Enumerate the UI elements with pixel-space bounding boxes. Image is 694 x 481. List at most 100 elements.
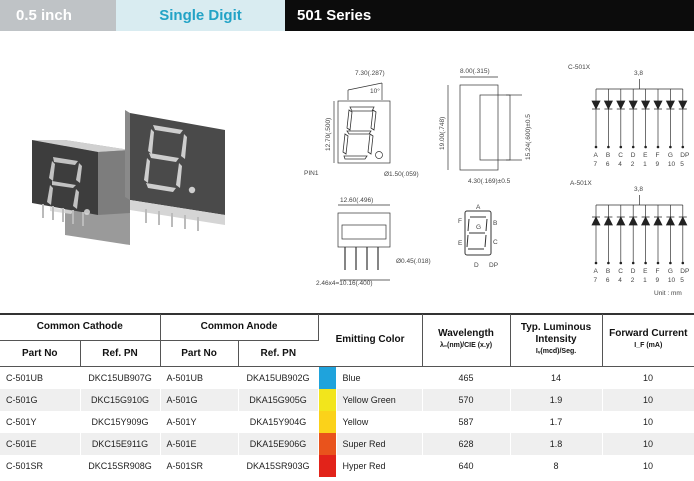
pin-letter: A bbox=[594, 268, 599, 275]
pin-letter: F bbox=[656, 268, 660, 275]
anode-part-no: A-501G bbox=[160, 389, 239, 411]
anode-ref-pn: DKA15SR903G bbox=[238, 455, 319, 477]
led-diode bbox=[653, 100, 663, 110]
pin-letter: F bbox=[656, 152, 660, 159]
led-diode bbox=[591, 216, 601, 226]
emitting-color-header: Emitting Color bbox=[318, 314, 423, 367]
pin-spacing-dim: 2.46x4=10.16(.400) bbox=[316, 280, 373, 287]
pin-number: 4 bbox=[618, 277, 622, 284]
seg-a: A bbox=[476, 204, 481, 211]
dimension-drawings: 7.30(.287) 10° 12.70(.500) PIN1 Ø1.50(.0… bbox=[304, 64, 689, 297]
luminous-header: Typ. Luminous Intensity Iᵥ(mcd)/Seg. bbox=[510, 314, 603, 367]
color-swatch bbox=[318, 389, 337, 411]
common-anode-header: Common Anode bbox=[160, 314, 319, 341]
pin-number: 5 bbox=[680, 161, 684, 168]
emitting-color: Hyper Red bbox=[336, 455, 423, 477]
pin1-label: PIN1 bbox=[304, 170, 319, 177]
seg-g: G bbox=[476, 224, 481, 231]
pin-letter: DP bbox=[680, 152, 689, 159]
wavelength-value: 570 bbox=[422, 389, 511, 411]
forward-sub: I_F (mA) bbox=[634, 342, 663, 349]
unit-label: Unit : mm bbox=[654, 290, 682, 297]
anode-part-no: A-501UB bbox=[160, 366, 239, 389]
wavelength-sub: λ₀(nm)/CIE (x.y) bbox=[439, 342, 493, 349]
current-value: 10 bbox=[602, 389, 694, 411]
spec-table: Common Cathode Common Anode Emitting Col… bbox=[0, 314, 694, 477]
forward-title: Forward Current bbox=[609, 328, 688, 339]
intensity-value: 8 bbox=[510, 455, 603, 477]
seven-segment-display-photo bbox=[32, 110, 225, 245]
emitting-color: Yellow Green bbox=[336, 389, 423, 411]
intensity-value: 1.8 bbox=[510, 433, 603, 455]
seg-e: E bbox=[458, 240, 463, 247]
led-diode bbox=[603, 100, 613, 110]
cathode-common: 3,8 bbox=[634, 70, 643, 77]
wavelength-value: 465 bbox=[422, 366, 511, 389]
led-diode bbox=[653, 216, 663, 226]
seg-b: B bbox=[493, 220, 497, 227]
cathode-part-no: C-501G bbox=[0, 389, 81, 411]
led-diode bbox=[616, 100, 626, 110]
pin-letter: DP bbox=[680, 268, 689, 275]
pin-number: 2 bbox=[631, 161, 635, 168]
current-value: 10 bbox=[602, 433, 694, 455]
size-label: 0.5 inch bbox=[0, 0, 116, 31]
intensity-value: 1.7 bbox=[510, 411, 603, 433]
seg-f: F bbox=[458, 218, 462, 225]
body-dim: 4.30(.169)±0.5 bbox=[468, 178, 511, 185]
anode-ref-pn: DKA15Y904G bbox=[238, 411, 319, 433]
anode-part-no: A-501E bbox=[160, 433, 239, 455]
wavelength-value: 640 bbox=[422, 455, 511, 477]
cathode-ref-pn: DKC15Y909G bbox=[80, 411, 161, 433]
anode-ref-pn-header: Ref. PN bbox=[238, 340, 319, 367]
pin-number: 7 bbox=[594, 277, 598, 284]
pin-number: 1 bbox=[643, 161, 647, 168]
anode-title: A-501X bbox=[570, 180, 592, 187]
pin-number: 6 bbox=[606, 277, 610, 284]
seg-dp: DP bbox=[489, 262, 498, 269]
cathode-ref-pn: DKC15E911G bbox=[80, 433, 161, 455]
height-dim: 12.70(.500) bbox=[325, 118, 332, 151]
cathode-ref-pn-header: Ref. PN bbox=[80, 340, 161, 367]
emitting-color: Blue bbox=[336, 366, 423, 389]
color-swatch bbox=[318, 433, 337, 455]
pin-number: 7 bbox=[594, 161, 598, 168]
seg-d: D bbox=[474, 262, 479, 269]
header-bar: 0.5 inch Single Digit 501 Series bbox=[0, 0, 694, 31]
wavelength-value: 628 bbox=[422, 433, 511, 455]
pin-letter: E bbox=[643, 152, 648, 159]
wavelength-title: Wavelength bbox=[438, 328, 494, 339]
pin-number: 2 bbox=[631, 277, 635, 284]
color-swatch bbox=[318, 455, 337, 477]
pin-letter: B bbox=[606, 152, 610, 159]
luminous-title: Typ. Luminous Intensity bbox=[520, 322, 592, 345]
display-right bbox=[125, 110, 225, 231]
pin-number: 10 bbox=[668, 161, 676, 168]
series-label: 501 Series bbox=[285, 0, 694, 31]
pin-pitch-dim: 15.24(.600)±0.5 bbox=[525, 114, 532, 160]
led-diode bbox=[628, 216, 638, 226]
pin-letter: C bbox=[618, 268, 623, 275]
side-top-dim: 7.30(.287) bbox=[355, 70, 385, 77]
intensity-value: 1.9 bbox=[510, 389, 603, 411]
led-diode bbox=[678, 100, 688, 110]
wavelength-header: Wavelength λ₀(nm)/CIE (x.y) bbox=[422, 314, 511, 367]
anode-part-no: A-501Y bbox=[160, 411, 239, 433]
display-left bbox=[32, 140, 130, 245]
pin-letter: C bbox=[618, 152, 623, 159]
anode-ref-pn: DKA15E906G bbox=[238, 433, 319, 455]
depth-dim: 8.00(.315) bbox=[460, 68, 490, 75]
led-diode bbox=[603, 216, 613, 226]
led-diode bbox=[665, 100, 675, 110]
emitting-color: Yellow bbox=[336, 411, 423, 433]
anode-part-no-header: Part No bbox=[160, 340, 239, 367]
anode-ref-pn: DKA15G905G bbox=[238, 389, 319, 411]
wavelength-value: 587 bbox=[422, 411, 511, 433]
cathode-ref-pn: DKC15UB907G bbox=[80, 366, 161, 389]
cathode-part-no: C-501Y bbox=[0, 411, 81, 433]
